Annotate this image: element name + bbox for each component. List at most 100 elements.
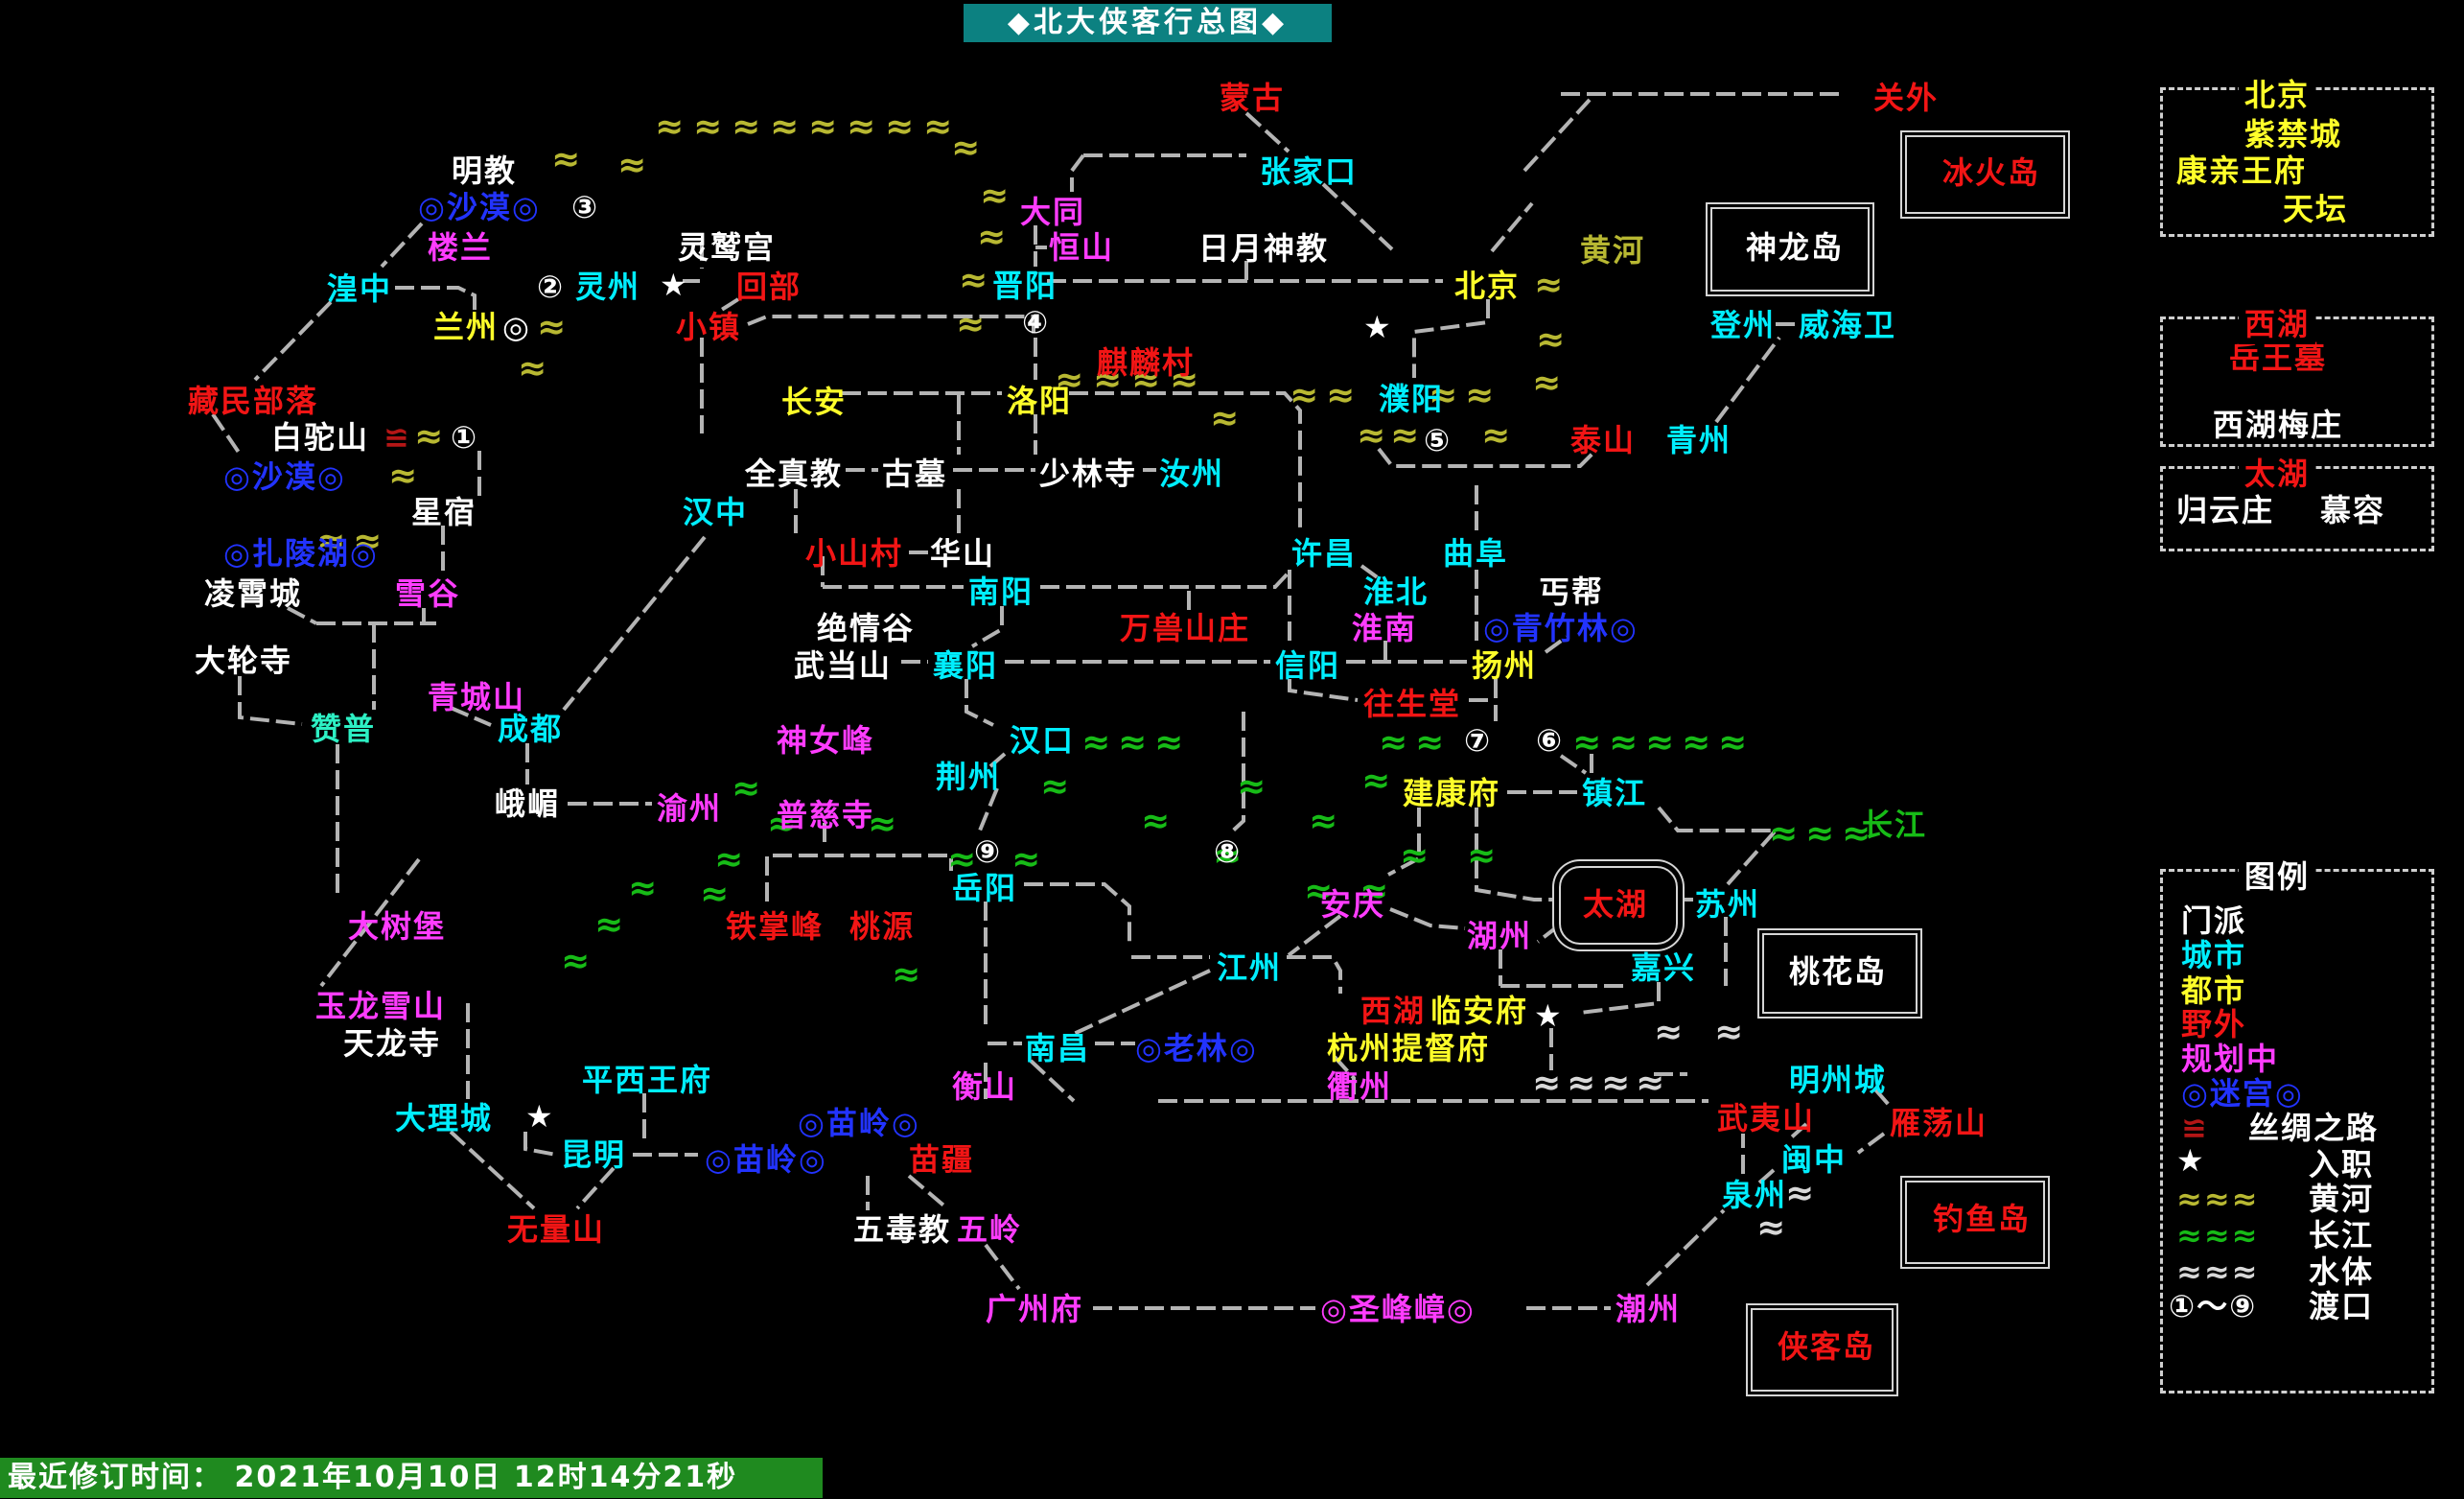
map-label: 玉龙雪山: [315, 988, 447, 1024]
map-label: ★: [525, 1098, 555, 1135]
route-line: [1490, 201, 1534, 253]
info-box: [2160, 316, 2434, 447]
legend-item-label: 渡口: [2309, 1288, 2375, 1324]
info-box-entry: 康亲王府: [2176, 152, 2308, 189]
legend-swatch: ①～⑨: [2169, 1288, 2258, 1324]
water-wave-icon: ≈: [537, 308, 567, 347]
water-wave-icon: ≈: [1609, 723, 1639, 762]
map-label: 武夷山: [1717, 1100, 1816, 1136]
info-box-entry: 天坛: [2283, 191, 2349, 227]
water-wave-icon: ≈: [693, 107, 723, 147]
water-wave-icon: ≈: [1390, 416, 1420, 456]
map-label: 岳阳: [952, 870, 1018, 906]
water-wave-icon: ≈: [1093, 361, 1123, 400]
route-line: [253, 300, 333, 382]
map-label: ②: [537, 269, 566, 305]
route-line: [1377, 447, 1597, 468]
map-label: 曲阜: [1443, 535, 1509, 572]
water-wave-icon: ≈: [1210, 399, 1240, 438]
map-label: 白驼山: [271, 419, 370, 456]
water-wave-icon: ≈: [1290, 376, 1319, 415]
water-wave-icon: ≈: [1769, 814, 1799, 854]
map-label: 回部: [736, 269, 802, 305]
info-box-entry: 归云庄: [2176, 492, 2275, 528]
water-wave-icon: ≈: [1118, 723, 1148, 762]
info-box-entry: 岳王墓: [2229, 340, 2328, 376]
water-wave-icon: ≈: [1532, 1064, 1562, 1103]
legend-item-label: 野外: [2181, 1006, 2247, 1042]
map-label: 平西王府: [582, 1062, 713, 1098]
route-line: [1856, 1132, 1886, 1155]
map-label: 大树堡: [348, 908, 447, 945]
water-wave-icon: ≈: [714, 840, 744, 879]
route-line: [450, 706, 492, 727]
legend-swatch: ≈≈≈: [2176, 1217, 2260, 1253]
legend-item-label: 城市: [2181, 937, 2247, 973]
map-label: 扬州: [1472, 647, 1538, 684]
water-wave-icon: ≈: [518, 349, 547, 388]
map-label: 张家口: [1260, 153, 1359, 190]
map-label: 雁荡山: [1890, 1105, 1988, 1141]
route-line: [395, 286, 477, 310]
route-line: [1287, 955, 1342, 994]
water-wave-icon: ≈: [868, 805, 897, 844]
island-box: [1900, 1176, 2050, 1269]
water-wave-icon: ≈: [1170, 361, 1199, 400]
route-line: [238, 676, 303, 726]
island-label: 钓鱼岛: [1933, 1201, 2032, 1237]
water-wave-icon: ≈: [1055, 361, 1084, 400]
map-label: 华山: [930, 535, 996, 572]
route-line: [1333, 1055, 1356, 1101]
water-wave-icon: ≈: [977, 218, 1007, 257]
map-label: 武当山: [794, 647, 893, 684]
map-label: 星宿: [411, 494, 477, 530]
map-label: 汉口: [1010, 722, 1076, 759]
route-line: [1785, 1122, 1808, 1143]
route-line: [1069, 391, 1302, 533]
map-label: 江州: [1217, 949, 1283, 986]
route-line: [1475, 808, 1559, 902]
info-box-title: 北京: [2239, 71, 2316, 115]
route-line: [907, 1174, 949, 1210]
info-box-entry: 慕容: [2320, 492, 2386, 528]
route-line: [1287, 914, 1342, 957]
map-label: 天龙寺: [343, 1025, 442, 1062]
water-wave-icon: ≈: [1379, 723, 1408, 762]
map-label: 安庆: [1320, 886, 1386, 923]
map-label: 汝州: [1159, 456, 1225, 492]
water-wave-icon: ≈: [1654, 1013, 1684, 1052]
route-line: [1321, 182, 1394, 251]
legend-item-label: 水体: [2309, 1253, 2375, 1290]
map-label: 荆州: [936, 759, 1002, 795]
map-label: 濮阳: [1379, 381, 1445, 417]
route-line: [1360, 564, 1384, 583]
map-label: 广州府: [986, 1291, 1084, 1327]
water-wave-icon: ≈: [1481, 416, 1511, 456]
water-wave-icon: ≈: [1011, 840, 1041, 879]
map-label: 汉中: [683, 494, 749, 530]
map-label: ⑦: [1464, 722, 1493, 759]
route-line: [715, 297, 740, 315]
map-label: 潮州: [1616, 1291, 1682, 1327]
island-box: [1559, 866, 1678, 945]
map-label: ★: [660, 267, 689, 303]
map-label: 泰山: [1570, 422, 1637, 458]
map-label: ◎苗岭◎: [705, 1141, 827, 1178]
map-label: ④: [1022, 304, 1051, 340]
map-label: 大轮寺: [195, 643, 293, 679]
island-label: 冰火岛: [1942, 154, 2041, 191]
map-label: ⑧: [1214, 833, 1243, 870]
water-wave-icon: ≈: [1682, 723, 1711, 762]
route-line: [523, 1132, 557, 1157]
map-label: ◎青竹林◎: [1483, 610, 1639, 646]
map-label: 建康府: [1403, 775, 1501, 811]
map-label: 藏民部落: [188, 383, 319, 419]
map-label: 长江: [1862, 807, 1928, 843]
map-label: 嘉兴: [1631, 949, 1697, 986]
route-line: [575, 1166, 616, 1210]
legend-item-label: 规划中: [2181, 1041, 2280, 1077]
water-wave-icon: ≈: [1467, 836, 1497, 876]
water-wave-icon: ≈: [1141, 802, 1171, 841]
route-line: [978, 787, 999, 831]
legend-item-label: 门派: [2181, 902, 2247, 939]
